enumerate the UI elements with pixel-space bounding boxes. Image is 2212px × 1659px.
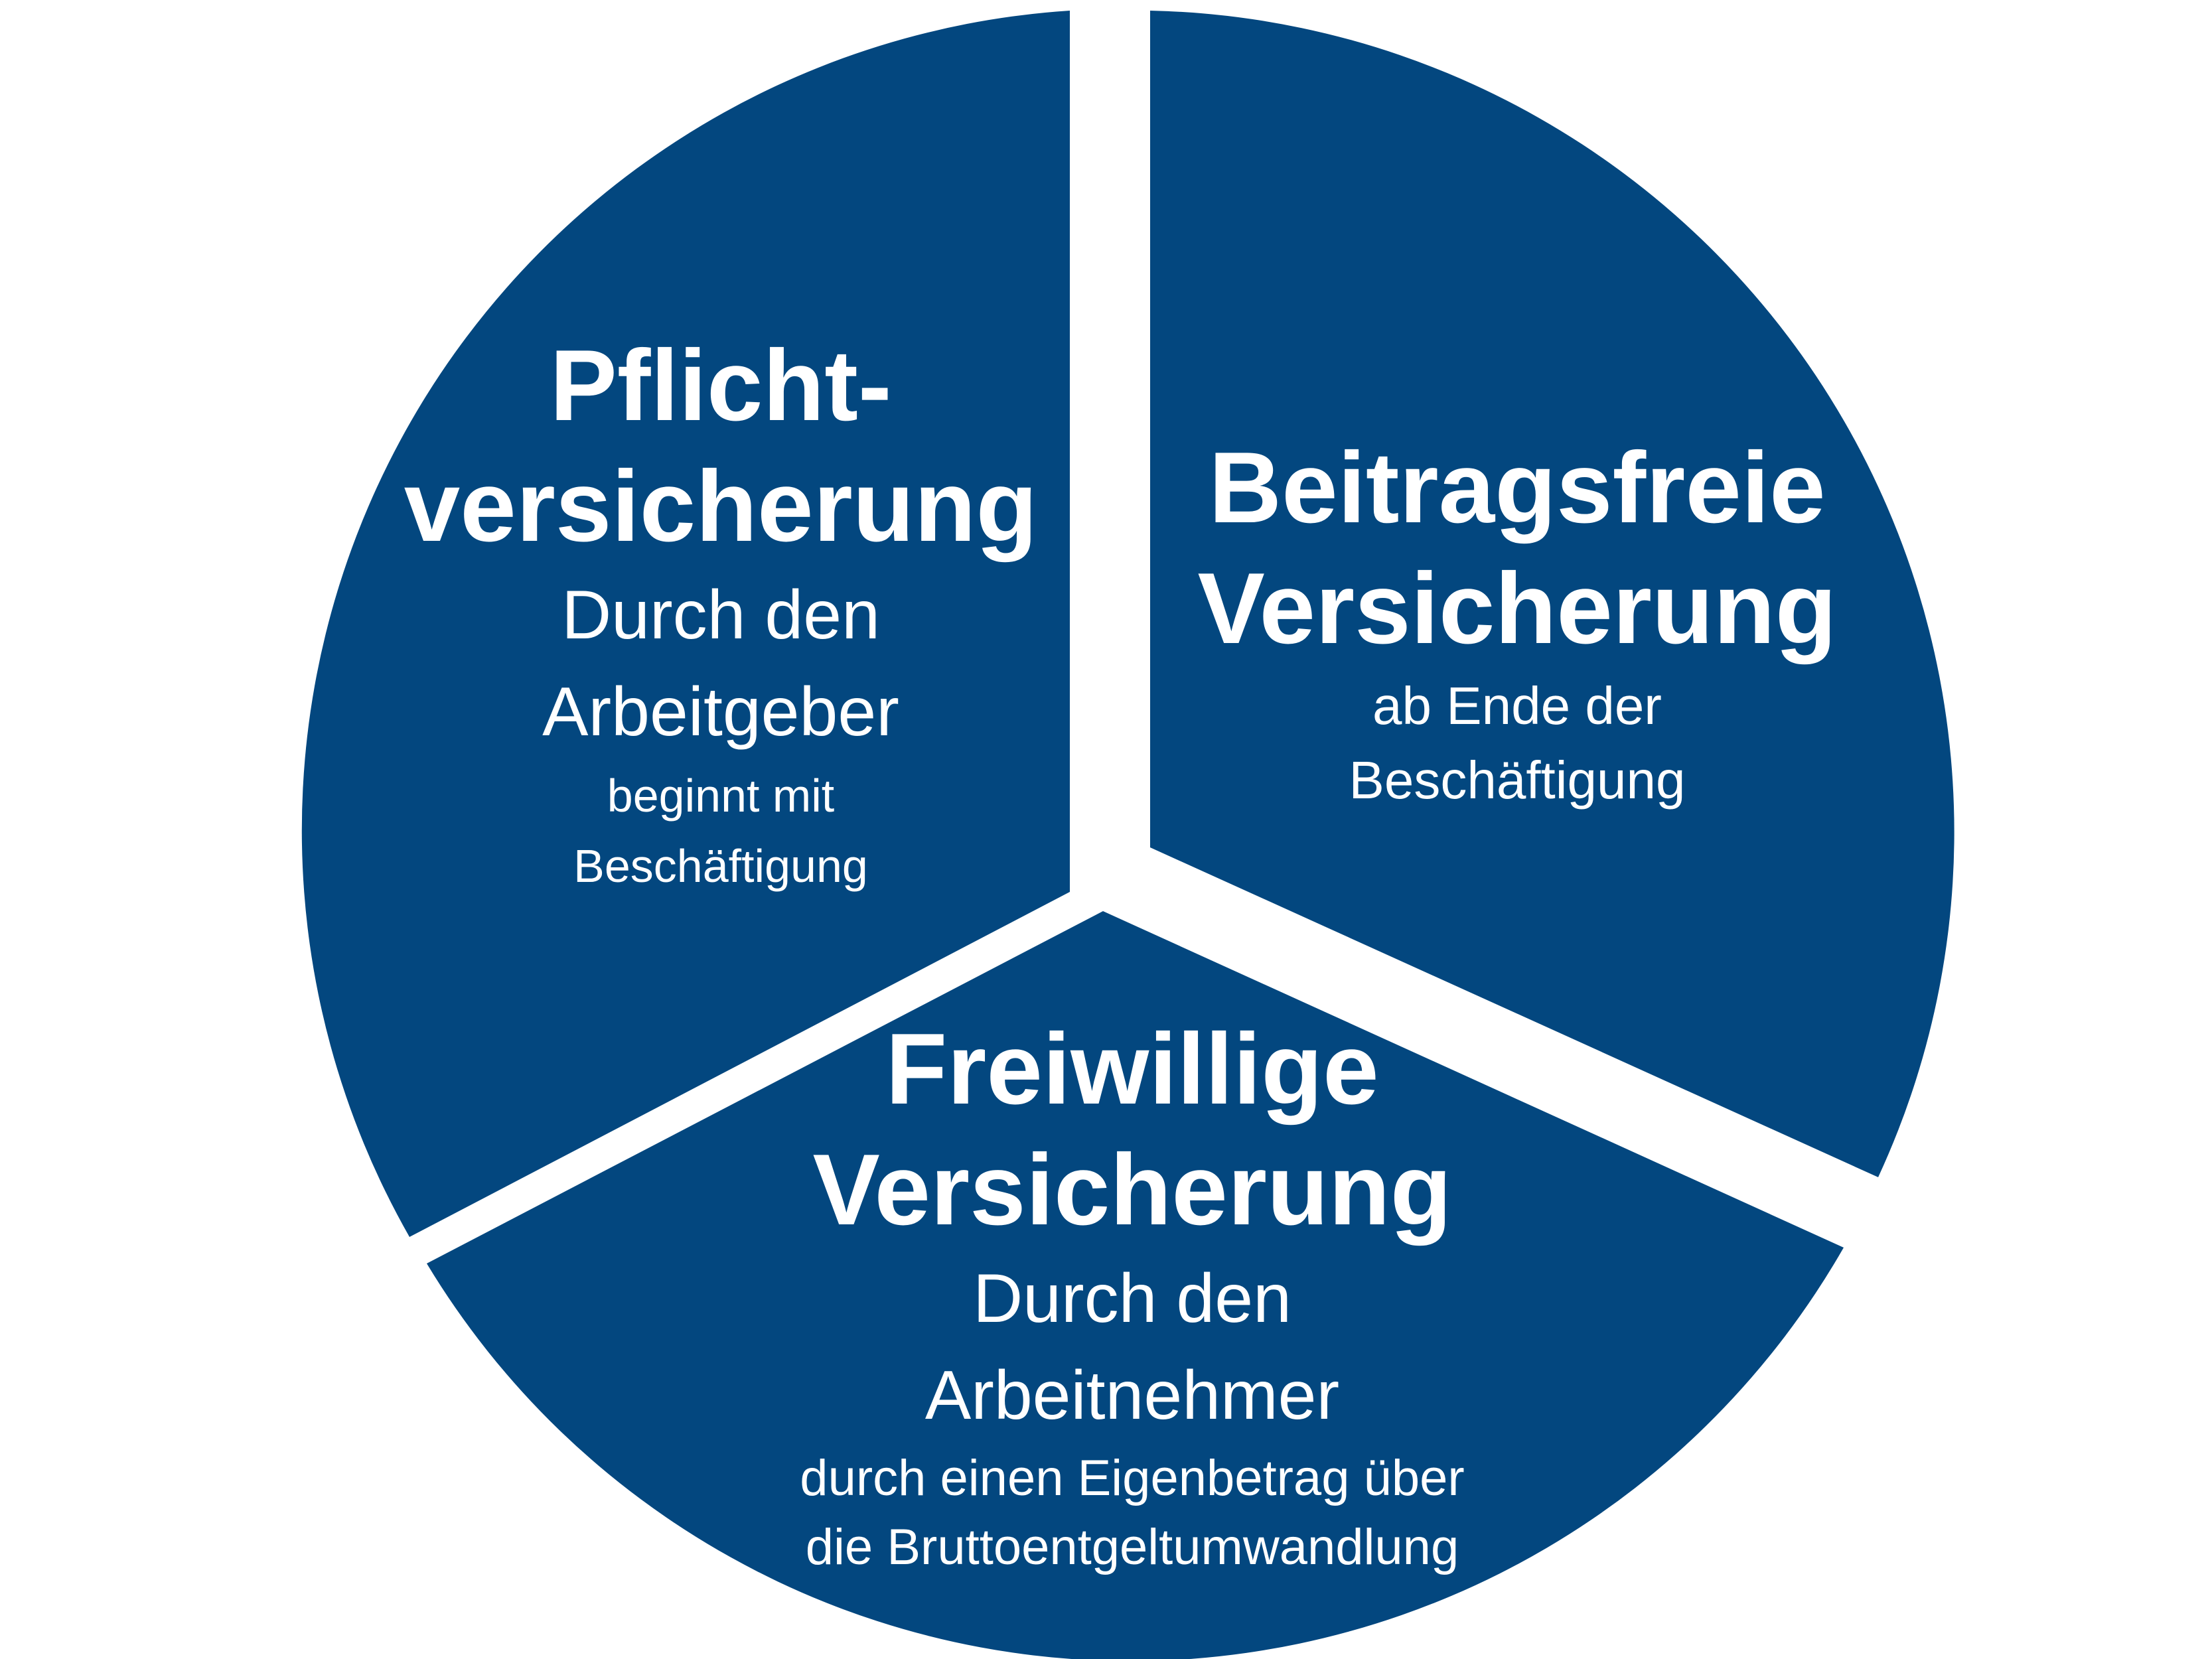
detail-line: beginnt mit [607, 770, 835, 822]
segment-label-pflichtversicherung: Pflicht- versicherung Durch den Arbeitge… [404, 325, 1038, 901]
subheading-line: Durch den [973, 1260, 1291, 1337]
segment-heading: Beitragsfreie Versicherung [1197, 427, 1836, 669]
heading-line: Freiwillige [885, 1013, 1379, 1125]
segment-pflichtversicherung [301, 11, 1070, 1237]
heading-line: Pflicht- [550, 329, 892, 442]
detail-line: die Bruttoentgeltumwandlung [805, 1519, 1459, 1575]
subheading-line: ab Ende der [1372, 676, 1662, 735]
detail-line: Beschäftigung [573, 840, 868, 892]
segment-label-beitragsfreie-versicherung: Beitragsfreie Versicherung ab Ende der B… [1197, 427, 1836, 818]
segment-label-freiwillige-versicherung: Freiwillige Versicherung Durch den Arbei… [800, 1009, 1464, 1582]
segment-heading: Freiwillige Versicherung [800, 1009, 1464, 1250]
segment-freiwillige-versicherung [427, 911, 1844, 1659]
segment-heading: Pflicht- versicherung [404, 325, 1038, 567]
detail-line: durch einen Eigenbetrag über [800, 1450, 1465, 1506]
segment-subheading: Durch den Arbeitnehmer [800, 1250, 1464, 1444]
segment-subheading: Durch den Arbeitgeber [404, 567, 1038, 760]
subheading-line: Beschäftigung [1349, 751, 1686, 810]
heading-line: versicherung [404, 450, 1038, 563]
segment-detail: beginnt mit Beschäftigung [404, 760, 1038, 901]
segment-subheading: ab Ende der Beschäftigung [1197, 669, 1836, 818]
subheading-line: Durch den [561, 577, 880, 654]
segment-beitragsfreie-versicherung [1150, 11, 1954, 1177]
segment-detail: durch einen Eigenbetrag über die Bruttoe… [800, 1444, 1464, 1582]
heading-line: Beitragsfreie [1209, 431, 1826, 544]
subheading-line: Arbeitgeber [542, 674, 899, 751]
subheading-line: Arbeitnehmer [924, 1357, 1340, 1434]
heading-line: Versicherung [812, 1133, 1452, 1246]
heading-line: Versicherung [1197, 552, 1837, 665]
